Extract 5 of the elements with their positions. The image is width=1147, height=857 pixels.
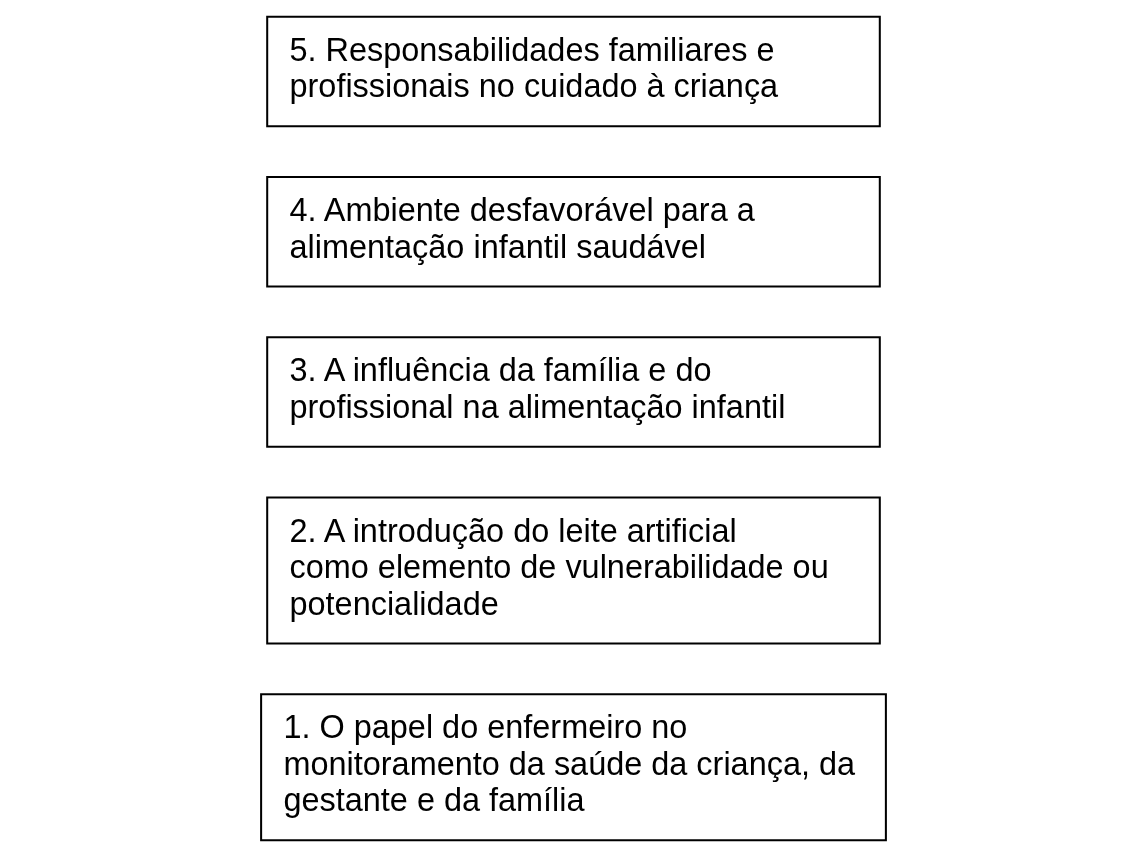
node-box: 1. O papel do enfermeiro no monitoramento da saúde da criança, da gestante e da família <box>260 693 887 842</box>
node-box: 5. Responsabilidades familiares e profissionais no cuidado à criança <box>266 15 881 128</box>
node-box: 3. A influência da família e do profissional na alimentação infantil <box>266 336 881 448</box>
node-box: 2. A introdução do leite artificial como elemento de vulnerabilidade ou potencialidade <box>266 496 881 645</box>
node-box: 4. Ambiente desfavorável para a alimentação infantil saudável <box>266 175 881 288</box>
